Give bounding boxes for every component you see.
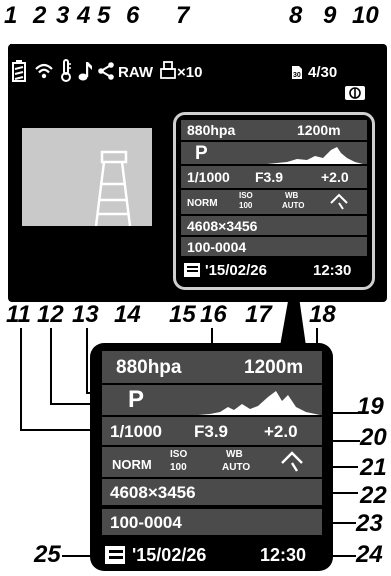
frame-count: 4/30 xyxy=(308,65,337,80)
print-icon xyxy=(160,61,176,79)
histogram-enlarged xyxy=(198,387,320,415)
raw-label: RAW xyxy=(118,65,153,80)
sequence-icon xyxy=(183,262,201,278)
callout-21: 21 xyxy=(360,456,387,480)
callout-6: 6 xyxy=(126,4,139,28)
callout-3: 3 xyxy=(56,4,69,28)
callout-24: 24 xyxy=(356,543,383,567)
camera-screen: RAW ×10 30 4/30 88 xyxy=(8,44,387,302)
share-icon xyxy=(98,62,114,80)
music-note-icon xyxy=(78,60,92,82)
big-row-settings: NORM ISO 100 WB AUTO xyxy=(102,447,322,477)
svg-text:30: 30 xyxy=(293,72,301,79)
row-resolution: 4608×3456 xyxy=(181,216,367,235)
callout-7: 7 xyxy=(176,4,189,28)
row-exposure: 1/1000 F3.9 +2.0 xyxy=(181,166,367,188)
callout-18: 18 xyxy=(309,303,336,327)
callout-12: 12 xyxy=(37,303,64,327)
callout-8: 8 xyxy=(289,4,302,28)
row-mode: P xyxy=(181,142,367,164)
battery-icon xyxy=(12,60,26,82)
sharpness-icon-enlarged xyxy=(280,451,304,473)
leader-11 xyxy=(20,328,22,430)
leader-12 xyxy=(50,328,52,404)
leader-23 xyxy=(330,522,356,524)
big-row-resolution: 4608×3456 xyxy=(102,479,322,505)
callout-2: 2 xyxy=(33,4,46,28)
callout-13: 13 xyxy=(72,303,99,327)
big-row-file-number: 100-0004 xyxy=(102,509,322,535)
big-row-date: '15/02/26 12:30 xyxy=(102,543,322,567)
callout-16: 16 xyxy=(200,303,227,327)
callout-19: 19 xyxy=(357,395,384,419)
sequence-icon-enlarged xyxy=(104,545,126,565)
photo-thumbnail xyxy=(22,128,152,226)
callout-23: 23 xyxy=(356,512,383,536)
big-row-exposure: 1/1000 F3.9 +2.0 xyxy=(102,417,322,445)
print-count: ×10 xyxy=(177,65,202,80)
row-settings: NORM ISO 100 WB AUTO xyxy=(181,190,367,214)
big-row-mode: P xyxy=(102,385,322,415)
row-date: '15/02/26 12:30 xyxy=(181,261,367,281)
callout-11: 11 xyxy=(6,303,31,327)
callout-5: 5 xyxy=(97,4,110,28)
callout-9: 9 xyxy=(323,4,336,28)
protect-icon xyxy=(345,86,365,100)
row-file-number: 100-0004 xyxy=(181,237,367,256)
histogram xyxy=(267,144,363,164)
thermometer-icon xyxy=(60,59,72,83)
callout-10: 10 xyxy=(352,4,379,28)
callout-4: 4 xyxy=(77,4,90,28)
sharpness-icon xyxy=(329,193,349,211)
callout-20: 20 xyxy=(360,426,387,450)
callout-1: 1 xyxy=(4,4,17,28)
leader-12h xyxy=(50,403,92,405)
leader-22 xyxy=(330,492,358,494)
info-panel-enlarged: 880hpa 1200m P 1/1000 F3.9 +2.0 NORM ISO… xyxy=(90,343,333,571)
leader-24 xyxy=(330,555,356,557)
callout-14: 14 xyxy=(114,303,141,327)
leader-13 xyxy=(86,328,88,392)
callout-15: 15 xyxy=(169,303,196,327)
callout-25: 25 xyxy=(34,543,61,567)
info-panel: 880hpa 1200m P 1/1000 F3.9 +2.0 NORM ISO… xyxy=(173,112,375,290)
wifi-icon xyxy=(34,62,54,80)
row-pressure: 880hpa 1200m xyxy=(181,120,367,140)
sd-card-icon: 30 xyxy=(291,65,303,80)
big-row-pressure: 880hpa 1200m xyxy=(102,351,322,383)
callout-22: 22 xyxy=(360,484,387,508)
callout-17: 17 xyxy=(245,303,272,327)
